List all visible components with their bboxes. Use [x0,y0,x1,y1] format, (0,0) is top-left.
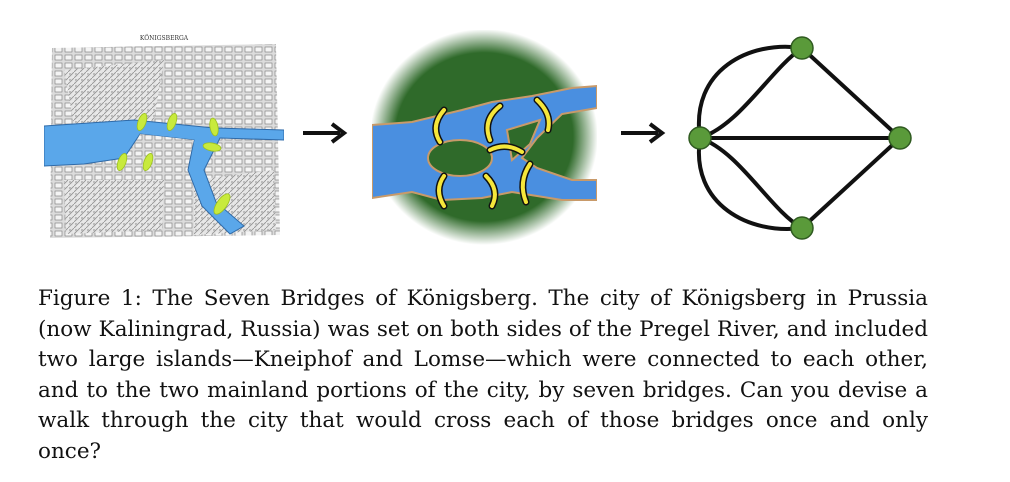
abstract-bridge [533,96,553,134]
map-bridges [116,113,231,215]
abstract-bridge [486,143,526,156]
abstract-bridge [519,160,534,206]
map-bridge [202,142,222,152]
map-bridge [209,117,219,137]
figure-caption: Figure 1: The Seven Bridges of Königsber… [38,284,928,467]
island-kneiphof [427,139,493,177]
map-bridge [213,193,231,215]
abstract-bridge [432,106,448,146]
abstract-bridges [432,96,553,210]
abstract-bridge [484,102,504,144]
graph-edge [800,46,902,140]
graph-node [790,216,814,240]
figure-label: Figure 1: [38,286,142,311]
graph-node [790,36,814,60]
graph-edge [800,136,902,230]
figure-images: KÖNIGSBERGA [44,30,912,245]
graph-nodes [688,36,912,240]
right-arrow-icon [621,122,666,144]
map-title: KÖNIGSBERGA [140,35,189,42]
graph-node [688,126,712,150]
graph-edge [698,46,804,140]
map-bridge [116,153,128,171]
map-bridge [166,113,178,131]
graph-edge [696,136,804,231]
caption-text: The Seven Bridges of Königsberg. The cit… [38,286,929,464]
right-arrow-icon [303,122,348,144]
graph-edge [698,136,804,230]
konigsberg-map-image: KÖNIGSBERGA [44,30,284,245]
abstract-bridge [435,172,448,210]
graph-edges [696,44,902,231]
graph-diagram [688,36,912,240]
abstract-bridge [482,172,499,210]
graph-node [888,126,912,150]
map-bridge [136,113,148,131]
graph-edge [696,44,804,140]
map-bridge [142,153,154,171]
abstract-land-diagram [372,30,597,245]
